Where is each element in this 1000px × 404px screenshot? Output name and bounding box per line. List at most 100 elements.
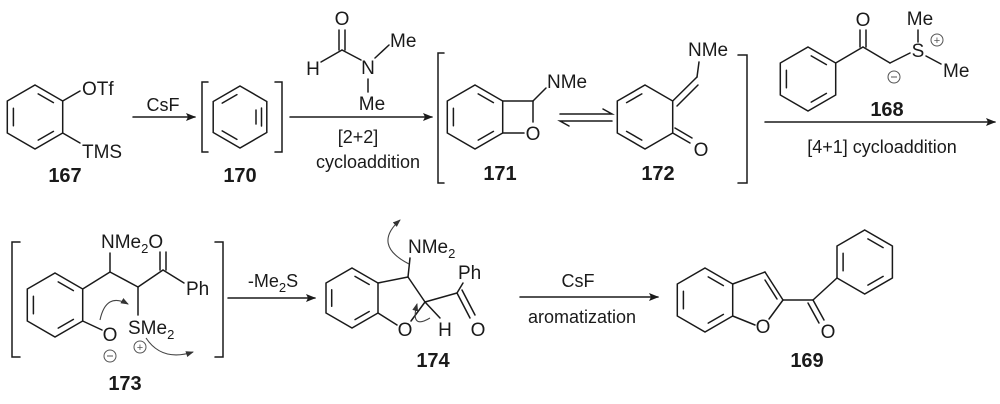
dmf-methyl-1: Me — [390, 31, 416, 52]
phenoxide-oxygen: O — [103, 325, 118, 346]
compound-172: NMe O 172 — [616, 40, 728, 185]
benzene-ring — [676, 267, 734, 333]
bracket-left — [201, 81, 209, 153]
compound-label-173: 173 — [108, 373, 141, 395]
sulfur: S — [912, 41, 925, 62]
benzene-ring — [6, 84, 64, 150]
dmf-nitrogen: N — [361, 58, 375, 79]
compound-label-174: 174 — [416, 350, 450, 372]
bond — [424, 292, 458, 303]
bond — [696, 61, 700, 78]
dmf-hydrogen: H — [306, 59, 320, 80]
phenyl-ring — [836, 229, 894, 295]
methyl-1: Me — [907, 9, 933, 30]
bond — [162, 269, 185, 284]
bond — [532, 87, 547, 102]
carbonyl-oxygen: O — [471, 320, 486, 341]
condition-2-2: [2+2] — [338, 127, 379, 147]
bond — [61, 132, 81, 144]
reverse-arrow — [557, 120, 613, 127]
bond — [925, 55, 942, 65]
benzyne-ring — [212, 85, 268, 149]
bond — [456, 282, 464, 294]
curved-arrow-icon — [99, 298, 129, 321]
bond — [424, 301, 441, 319]
bond — [374, 44, 390, 59]
nme-text: NMe — [101, 232, 141, 253]
compound-label-167: 167 — [48, 165, 81, 187]
bracket-left — [437, 52, 445, 184]
bond — [377, 312, 398, 326]
benzene-ring — [325, 267, 379, 329]
bond — [377, 276, 409, 284]
subscript: 2 — [279, 280, 286, 295]
nme2-carbonyl-label: NMe2O — [101, 232, 163, 256]
bond — [731, 315, 756, 326]
compound-label-170: 170 — [223, 165, 256, 187]
bond — [812, 299, 825, 321]
carbonyl-oxygen: O — [148, 232, 163, 253]
negative-charge-icon — [887, 70, 901, 84]
bond — [676, 84, 699, 107]
compound-label-172: 172 — [641, 163, 674, 185]
compound-169: O O 169 — [676, 229, 894, 372]
positive-charge-icon: + — [930, 33, 944, 47]
furan-oxygen: O — [756, 317, 771, 338]
nme-label: NMe — [547, 72, 587, 93]
compound-170: 170 — [201, 81, 283, 187]
carbonyl-oxygen: O — [821, 322, 836, 343]
bond — [807, 302, 820, 324]
bond — [674, 127, 693, 139]
svg-text:+: + — [137, 342, 143, 354]
subscript: 2 — [448, 246, 455, 261]
bond — [456, 292, 471, 319]
negative-charge-icon — [103, 349, 117, 363]
me-text: -Me — [248, 271, 279, 291]
dmf-reagent: O H N Me Me — [306, 9, 416, 115]
bond — [764, 279, 778, 300]
cyclohexadienone-ring — [616, 84, 674, 150]
bond — [862, 46, 891, 64]
bond — [61, 90, 81, 102]
bond — [109, 271, 139, 288]
subscript: 2 — [167, 327, 174, 342]
compound-168: O S Me Me + 168 — [779, 9, 969, 121]
benzene-ring — [26, 272, 84, 338]
nme-label: NMe — [688, 40, 728, 61]
bond — [341, 49, 362, 61]
s-text: S — [286, 271, 298, 291]
bond — [671, 76, 698, 102]
compound-label-168: 168 — [870, 99, 903, 121]
bond — [834, 46, 864, 64]
benzene-ring — [446, 84, 504, 150]
bond — [671, 132, 691, 144]
condition-cycloaddition: cycloaddition — [316, 152, 420, 172]
compound-171: O NMe 171 — [446, 72, 587, 185]
bracket-right — [274, 81, 283, 153]
dmf-oxygen: O — [335, 9, 350, 30]
sme-text: SMe — [128, 318, 167, 339]
curved-arrow-icon — [145, 337, 194, 358]
bond — [410, 301, 426, 322]
bracket-right — [214, 241, 224, 358]
benzene-ring — [779, 46, 837, 112]
condition-4-1-cycloaddition: [4+1] cycloaddition — [807, 137, 957, 157]
phenyl-label: Ph — [186, 279, 209, 300]
bracket-left — [11, 241, 21, 358]
reagent-csf-2: CsF — [562, 271, 595, 291]
bond — [812, 277, 838, 301]
tms-label: TMS — [82, 142, 122, 163]
curved-arrow-icon — [412, 303, 431, 323]
bond — [764, 271, 784, 301]
bond — [461, 289, 476, 316]
positive-charge-icon: + — [133, 340, 147, 354]
phenyl-label: Ph — [458, 263, 481, 284]
compound-label-169: 169 — [790, 350, 823, 372]
forward-arrow — [559, 108, 615, 115]
bond — [320, 49, 343, 63]
condition-aromatization: aromatization — [528, 307, 636, 327]
oxetene-oxygen: O — [526, 124, 541, 145]
bond — [81, 271, 111, 290]
bond — [889, 52, 911, 64]
